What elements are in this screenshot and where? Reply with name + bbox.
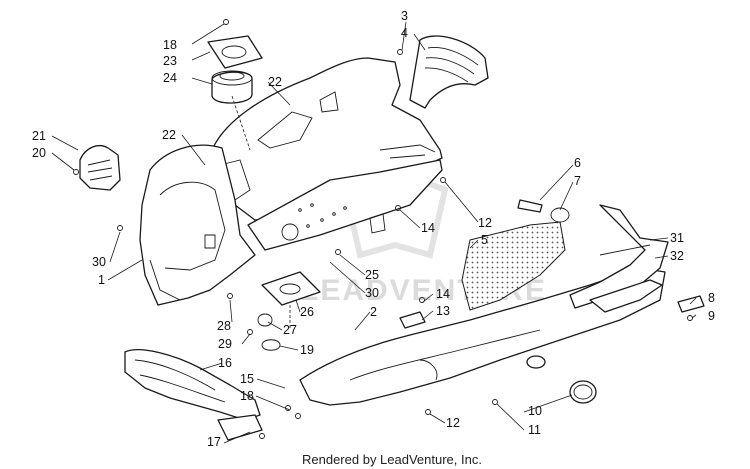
part-light-lens [526,355,597,404]
part-louver-vent [409,35,489,109]
callout-22: 22 [268,75,282,89]
callout-9: 9 [708,309,715,323]
callout-15: 15 [240,372,254,386]
callout-5: 5 [481,233,488,247]
callout-29: 29 [218,337,232,351]
callout-2: 2 [370,305,377,319]
part-belly-pan [247,159,443,251]
part-vent-cover [79,145,121,191]
part-decal [677,295,705,313]
callout-30: 30 [92,255,106,269]
callout-20: 20 [32,146,46,160]
callout-19: 19 [300,343,314,357]
part-mount-plate [261,271,321,306]
callout-30: 30 [365,286,379,300]
callout-18: 18 [163,38,177,52]
callout-4: 4 [401,26,408,40]
part-small-plate [399,311,426,329]
callout-24: 24 [163,71,177,85]
part-intake-duct [211,70,253,104]
callout-26: 26 [300,305,314,319]
part-bracket [217,414,263,441]
callout-labels: 18 23 24 22 22 3 4 21 20 6 7 12 5 14 30 … [32,9,715,449]
callout-13: 13 [436,304,450,318]
callout-1: 1 [98,273,105,287]
part-hose-clamps [257,313,281,351]
callout-14: 14 [421,221,435,235]
callout-28: 28 [217,319,231,333]
callout-23: 23 [163,54,177,68]
part-left-side-panel [139,144,256,306]
callout-12: 12 [478,216,492,230]
callout-21: 21 [32,129,46,143]
callout-14: 14 [436,287,450,301]
part-front-bumper [124,349,261,421]
callout-10: 10 [528,404,542,418]
callout-25: 25 [365,268,379,282]
part-gasket-plate [207,35,263,69]
part-screw-washer [517,199,570,223]
callout-17: 17 [207,435,221,449]
callout-31: 31 [670,231,684,245]
callout-32: 32 [670,249,684,263]
callout-27: 27 [283,323,297,337]
callout-6: 6 [574,156,581,170]
callout-18: 18 [240,389,254,403]
hardware-fasteners [73,19,693,439]
part-mesh-screen [461,221,566,311]
callout-7: 7 [574,174,581,188]
callout-3: 3 [401,9,408,23]
leader-lines [51,21,697,444]
credit-text: Rendered by LeadVenture, Inc. [302,452,482,467]
callout-8: 8 [708,291,715,305]
callout-12: 12 [446,416,460,430]
callout-22: 22 [162,128,176,142]
part-side-bumper [569,204,669,313]
callout-11: 11 [528,423,541,437]
callout-16: 16 [218,356,232,370]
